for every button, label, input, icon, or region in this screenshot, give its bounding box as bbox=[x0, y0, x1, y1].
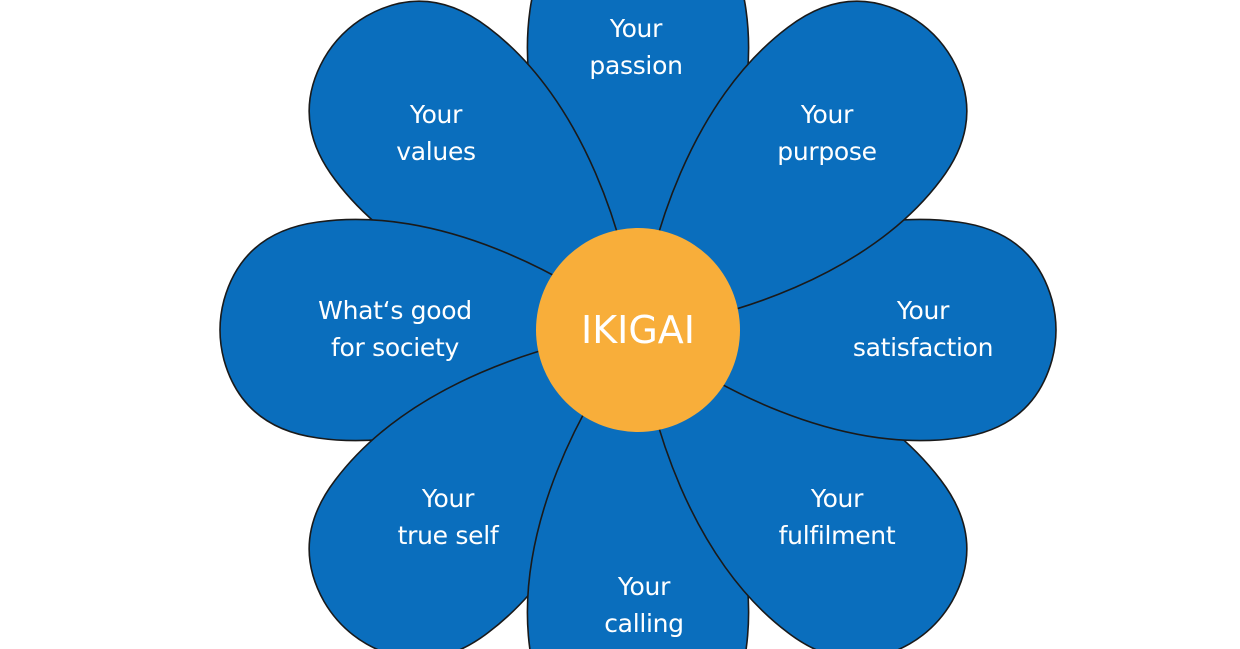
label-true-self: Your true self bbox=[398, 480, 499, 554]
label-purpose: Your purpose bbox=[777, 96, 877, 170]
label-purpose-line1: Your bbox=[800, 100, 854, 129]
label-fulfilment: Your fulfilment bbox=[779, 480, 896, 554]
label-values: Your values bbox=[396, 96, 476, 170]
label-fulfilment-line1: Your bbox=[810, 484, 864, 513]
label-satisfaction-line1: Your bbox=[896, 296, 950, 325]
label-values-line1: Your bbox=[409, 100, 463, 129]
label-true-self-line1: Your bbox=[421, 484, 475, 513]
label-calling-line2: calling bbox=[604, 609, 684, 638]
label-calling-line1: Your bbox=[617, 572, 671, 601]
label-passion-line1: Your bbox=[609, 14, 663, 43]
label-true-self-line2: true self bbox=[397, 521, 499, 550]
label-values-line2: values bbox=[396, 137, 476, 166]
label-passion-line2: passion bbox=[589, 51, 683, 80]
center-label: IKIGAI bbox=[581, 308, 695, 352]
label-society-line2: for society bbox=[330, 333, 460, 362]
label-passion: Your passion bbox=[589, 10, 683, 84]
label-satisfaction-line2: satisfaction bbox=[852, 333, 994, 362]
label-purpose-line2: purpose bbox=[777, 137, 877, 166]
label-society-line1: What‘s good bbox=[318, 296, 472, 325]
label-satisfaction: Your satisfaction bbox=[852, 292, 994, 366]
label-society: What‘s good for society bbox=[318, 292, 472, 366]
label-calling: Your calling bbox=[604, 568, 684, 642]
center-circle bbox=[536, 228, 740, 432]
label-fulfilment-line2: fulfilment bbox=[778, 521, 896, 550]
